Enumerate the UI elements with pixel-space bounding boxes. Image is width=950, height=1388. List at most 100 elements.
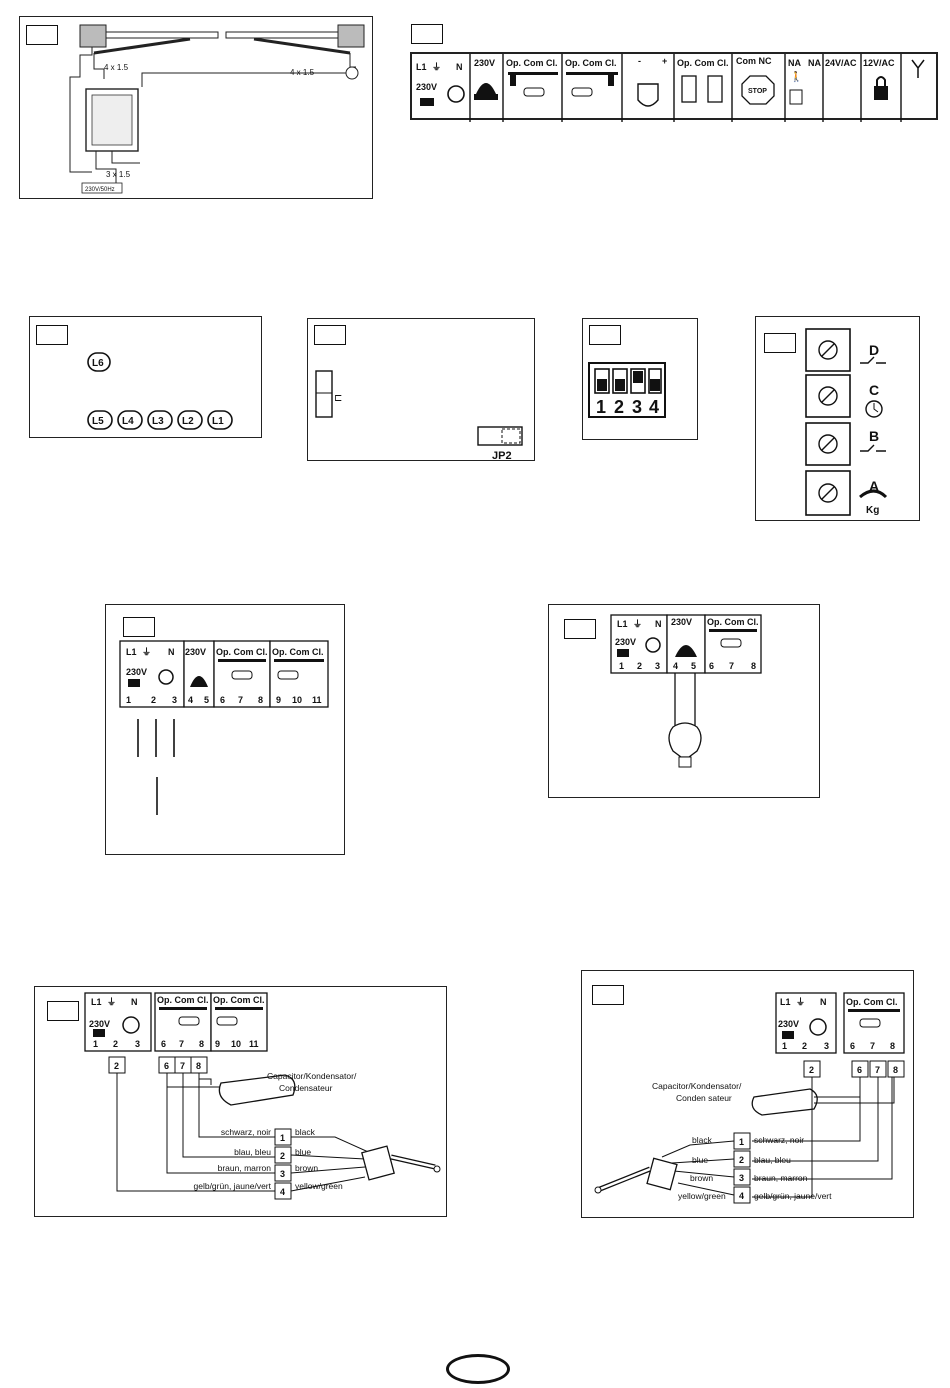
- led-label-l5: L5: [92, 416, 104, 427]
- led-l3: [147, 410, 173, 430]
- terminal-number-4: 4: [188, 695, 193, 705]
- label-230v-lamp: 230V: [185, 647, 206, 657]
- flashing-light-icon: [345, 66, 359, 80]
- terminal-number-5: 5: [691, 661, 696, 671]
- terminal-number-10: 10: [292, 695, 302, 705]
- dip-lever-3: [633, 371, 643, 383]
- terminal-number-4: 4: [673, 661, 678, 671]
- figure-number-box: [314, 325, 346, 345]
- label-n: N: [131, 997, 138, 1007]
- wire-terminal-8: 8: [196, 1061, 201, 1071]
- label-opcomcl: Op. Com Cl.: [846, 997, 898, 1007]
- terminal-number-7: 7: [729, 661, 734, 671]
- flashing-light-icon: [476, 83, 496, 94]
- fig-trimmers: D C B A Kg: [755, 316, 920, 521]
- capacitor-label: Capacitor/Kondensator/: [652, 1081, 742, 1091]
- terminal-number-7: 7: [870, 1041, 875, 1051]
- figure-number-box: [764, 333, 796, 353]
- terminal-number-6: 6: [850, 1041, 855, 1051]
- light-bulb-icon: [668, 722, 702, 758]
- wire-terminal-7: 7: [875, 1065, 880, 1075]
- dip-label-4: 4: [649, 397, 659, 417]
- terminal-number-5: 5: [204, 695, 209, 705]
- label-n: N: [168, 647, 175, 657]
- power-cord-icon: [645, 637, 661, 653]
- operator-arm-icon: [848, 1009, 900, 1012]
- power-cord-icon: [158, 669, 174, 685]
- terminal-number-1: 1: [619, 661, 624, 671]
- label-opcomcl-1: Op. Com Cl.: [506, 58, 558, 68]
- terminal-number-2: 2: [802, 1041, 807, 1051]
- led-label-l1: L1: [212, 416, 224, 427]
- terminal-block-drawing: L1 ⏚ N 230V 230V Op. Com Cl. Op. Com Cl.…: [119, 640, 329, 815]
- fig-terminal-blocks: L1 ⏚ N 230V 230V Op. Com Cl. Op. Com Cl.…: [105, 604, 345, 855]
- dip-lever-2: [615, 379, 625, 391]
- operator-arm-icon: [218, 659, 266, 662]
- left-operator: [93, 37, 191, 55]
- label-minus: -: [638, 56, 641, 66]
- label-230v-lamp: 230V: [671, 617, 692, 627]
- switch-icon: [860, 444, 886, 452]
- motor-icon: [178, 1016, 200, 1026]
- trimmer-label-c: C: [869, 382, 879, 398]
- label-l1: L1: [91, 997, 102, 1007]
- label-plus: +: [662, 56, 667, 66]
- dip-label-1: 1: [596, 397, 606, 417]
- wire-en-label-1: black: [692, 1135, 713, 1145]
- terminal-number-3: 3: [824, 1041, 829, 1051]
- photocell-receiver-icon: [637, 83, 659, 107]
- wire-color-label-4: gelb/grün, jaune/vert: [754, 1191, 832, 1201]
- motor-unit-icon: [646, 1157, 678, 1191]
- figure-number-box: [592, 985, 624, 1005]
- figure-number-box: [36, 325, 68, 345]
- motor-unit-icon: [361, 1145, 395, 1181]
- left-gate-leaf: [105, 31, 219, 39]
- label-230v-supply: 230V: [615, 637, 636, 647]
- dip-label-2: 2: [614, 397, 624, 417]
- led-l4: [117, 410, 143, 430]
- figure-number-box: [47, 1001, 79, 1021]
- label-opcomcl: Op. Com Cl.: [707, 617, 759, 627]
- trimmer-label-a: A: [869, 478, 879, 494]
- fig-motor-wiring-left: L1 ⏚ N 230V Op. Com Cl. Op. Com Cl. 1 2 …: [34, 986, 447, 1217]
- motor-icon: [571, 87, 593, 97]
- figure-number-box: [123, 617, 155, 637]
- flashing-light-icon: [675, 645, 697, 657]
- label-opcomcl-2: Op. Com Cl.: [272, 647, 324, 657]
- terminal-number-11: 11: [249, 1039, 259, 1049]
- terminal-number-3: 3: [135, 1039, 140, 1049]
- fig-lamp-connection: L1 ⏚ N 230V 230V Op. Com Cl. 1 2 3 4 5 6…: [548, 604, 820, 798]
- terminal-number-7: 7: [238, 695, 243, 705]
- trimmer-kg-label: Kg: [866, 505, 879, 516]
- wire-terminal-2: 2: [114, 1061, 119, 1071]
- capacitor-label-2: Conden sateur: [676, 1093, 732, 1103]
- wire-en-label-4: yellow/green: [678, 1191, 726, 1201]
- capacitor-icon: [751, 1088, 818, 1116]
- terminal-number-6: 6: [220, 695, 225, 705]
- terminal-number-9: 9: [276, 695, 281, 705]
- figure-number-box: [26, 25, 58, 45]
- terminal-number-7: 7: [179, 1039, 184, 1049]
- wire-terminal-8: 8: [893, 1065, 898, 1075]
- label-na-2: NA: [808, 58, 821, 68]
- pedestrian-icon: 🚶: [790, 70, 802, 83]
- wire-terminal-2: 2: [809, 1065, 814, 1075]
- motor-icon: [277, 670, 299, 680]
- fig-dip-switch: 1 2 3 4: [582, 318, 698, 440]
- motor-wire-number-1: 1: [280, 1133, 285, 1143]
- key-switch-icon: [789, 89, 803, 105]
- trimmer-label-d: D: [869, 342, 879, 358]
- capacitor-label-2: Condensateur: [279, 1083, 333, 1093]
- trimmer-drawing: D C B A Kg: [805, 328, 888, 516]
- motor-icon: [216, 1016, 238, 1026]
- label-230v-supply: 230V: [126, 667, 147, 677]
- dip-label-3: 3: [632, 397, 642, 417]
- motor-wire-number-2: 2: [739, 1155, 744, 1165]
- cable-label-bottom: 3 x 1.5: [106, 170, 131, 179]
- operator-arm-icon: [215, 1007, 263, 1010]
- wire-color-label-3: braun, marron: [754, 1173, 808, 1183]
- stop-icon: [741, 75, 775, 105]
- terminal-number-8: 8: [258, 695, 263, 705]
- earth-icon: ⏚: [142, 647, 151, 657]
- installation-drawing: 4 x 1.5 4 x 1.5 3 x 1.5 230V/50Hz: [69, 24, 365, 194]
